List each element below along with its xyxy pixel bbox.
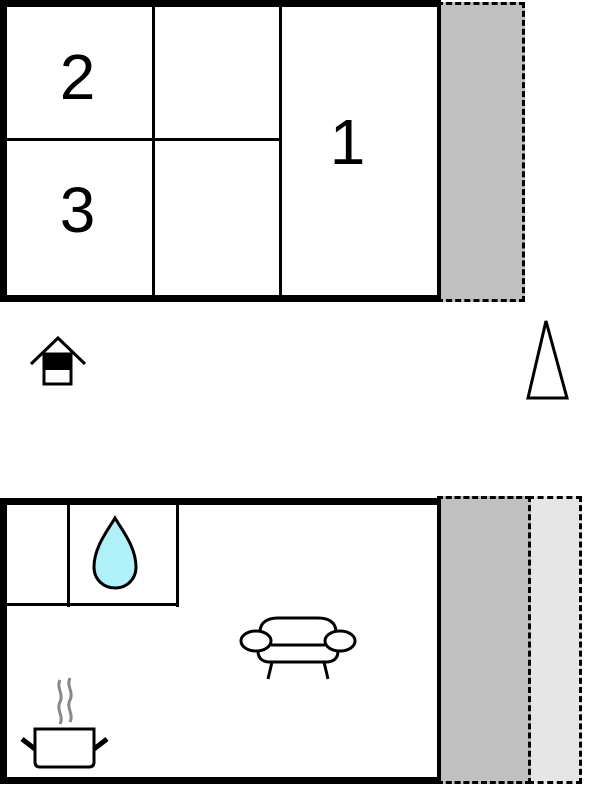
north-arrow-icon: [526, 320, 569, 400]
room-label-1: 1: [329, 106, 366, 178]
lower-terrace-inner: [437, 496, 531, 784]
lower-terrace-outer: [528, 496, 582, 784]
water-drop-icon: [92, 515, 138, 590]
wall: [67, 503, 70, 607]
room-label-2: 2: [59, 41, 96, 113]
sofa-icon: [239, 616, 357, 680]
lower-floor-plan: [0, 495, 600, 786]
wall: [152, 5, 155, 298]
wall: [279, 5, 282, 298]
cooking-pot-icon: [20, 677, 109, 769]
entrance-icon: [29, 335, 87, 386]
upper-outer-wall: [0, 0, 441, 302]
lower-outer-wall: [0, 498, 441, 784]
wall: [5, 603, 179, 606]
upper-floor-plan: 2 3 1: [0, 0, 600, 305]
wall: [5, 138, 282, 141]
upper-terrace: [437, 2, 525, 302]
wall: [176, 503, 179, 607]
room-label-3: 3: [59, 174, 96, 246]
